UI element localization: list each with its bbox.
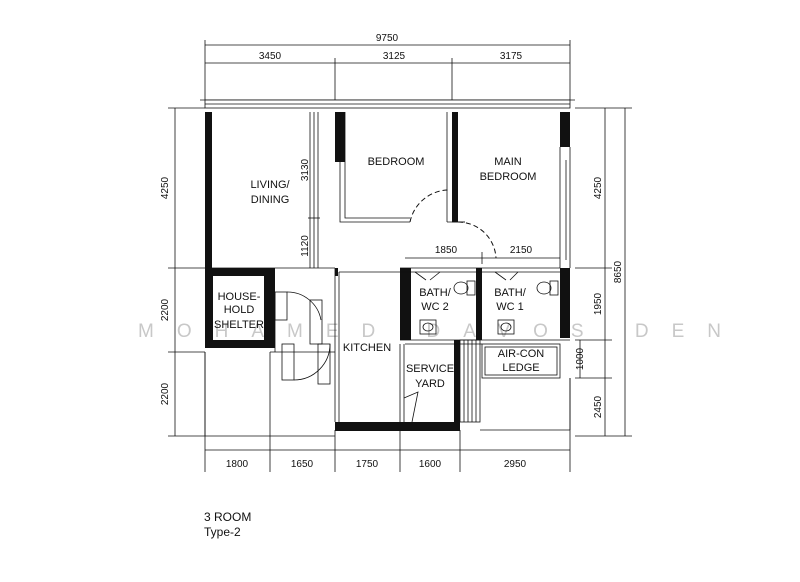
label-yard-2: YARD: [415, 378, 445, 390]
right-seg-4: 2450: [593, 395, 604, 418]
top-seg-2: 3125: [383, 51, 406, 62]
label-aircon-1: AIR-CON: [498, 348, 545, 360]
partitions: [309, 112, 571, 422]
left-seg-2: 2200: [160, 298, 171, 321]
label-shelter-3: SHELTER: [214, 319, 264, 331]
toilet-wc2-icon: [453, 280, 476, 296]
label-bath2-1: BATH/: [419, 287, 452, 299]
top-dimensions: 9750 3450 3125 3175: [200, 33, 575, 101]
yard-grille-icon: [459, 339, 481, 423]
label-shelter-1: HOUSE-: [218, 291, 261, 303]
living-lower-dim: 1120: [300, 235, 311, 257]
label-main-bedroom-2: BEDROOM: [480, 171, 537, 183]
bottom-seg-4: 1600: [419, 459, 442, 470]
label-kitchen: KITCHEN: [343, 342, 391, 354]
overall-width-label: 9750: [376, 33, 399, 44]
living-upper-dim: 3130: [300, 158, 311, 181]
label-aircon-2: LEDGE: [502, 362, 539, 374]
top-seg-1: 3450: [259, 51, 282, 62]
label-shelter-2: HOLD: [224, 304, 255, 316]
right-seg-1: 4250: [593, 176, 604, 199]
right-seg-3: 1000: [575, 347, 586, 370]
label-main-bedroom-1: MAIN: [494, 156, 522, 168]
doors: [274, 189, 519, 423]
watermark: MOHAMED DAVOS DEN: [138, 321, 744, 342]
internal-dimensions: 3130 1120 1850 2150: [300, 112, 560, 268]
right-dimensions: 4250 1950 1000 2450 8650: [575, 107, 632, 437]
right-seg-2: 1950: [593, 292, 604, 315]
left-dimensions: 4250 2200 2200: [160, 107, 205, 437]
toilet-wc1-icon: [536, 280, 559, 296]
bottom-seg-2: 1650: [291, 459, 314, 470]
caption-title: 3 ROOM: [204, 510, 252, 524]
bottom-seg-5: 2950: [504, 459, 527, 470]
basin-wc1-icon: [497, 319, 515, 335]
left-seg-3: 2200: [160, 382, 171, 405]
label-living-1: LIVING/: [250, 179, 290, 191]
right-overall: 8650: [613, 260, 624, 283]
label-bath2-2: WC 2: [421, 301, 449, 313]
label-bedroom: BEDROOM: [368, 156, 425, 168]
left-seg-1: 4250: [160, 176, 171, 199]
bath2-width-dim: 1850: [435, 245, 458, 256]
label-bath1-2: WC 1: [496, 301, 524, 313]
caption-subtitle: Type-2: [204, 525, 241, 539]
fixtures: [419, 280, 559, 423]
label-yard-1: SERVICE: [406, 363, 454, 375]
label-bath1-1: BATH/: [494, 287, 527, 299]
room-labels: LIVING/ DINING BEDROOM MAIN BEDROOM HOUS…: [214, 156, 544, 390]
label-living-2: DINING: [251, 194, 290, 206]
basin-wc2-icon: [419, 319, 437, 335]
top-seg-3: 3175: [500, 51, 523, 62]
top-windows: [204, 99, 571, 109]
bath1-width-dim: 2150: [510, 245, 533, 256]
bottom-seg-1: 1800: [226, 459, 249, 470]
bottom-seg-3: 1750: [356, 459, 379, 470]
